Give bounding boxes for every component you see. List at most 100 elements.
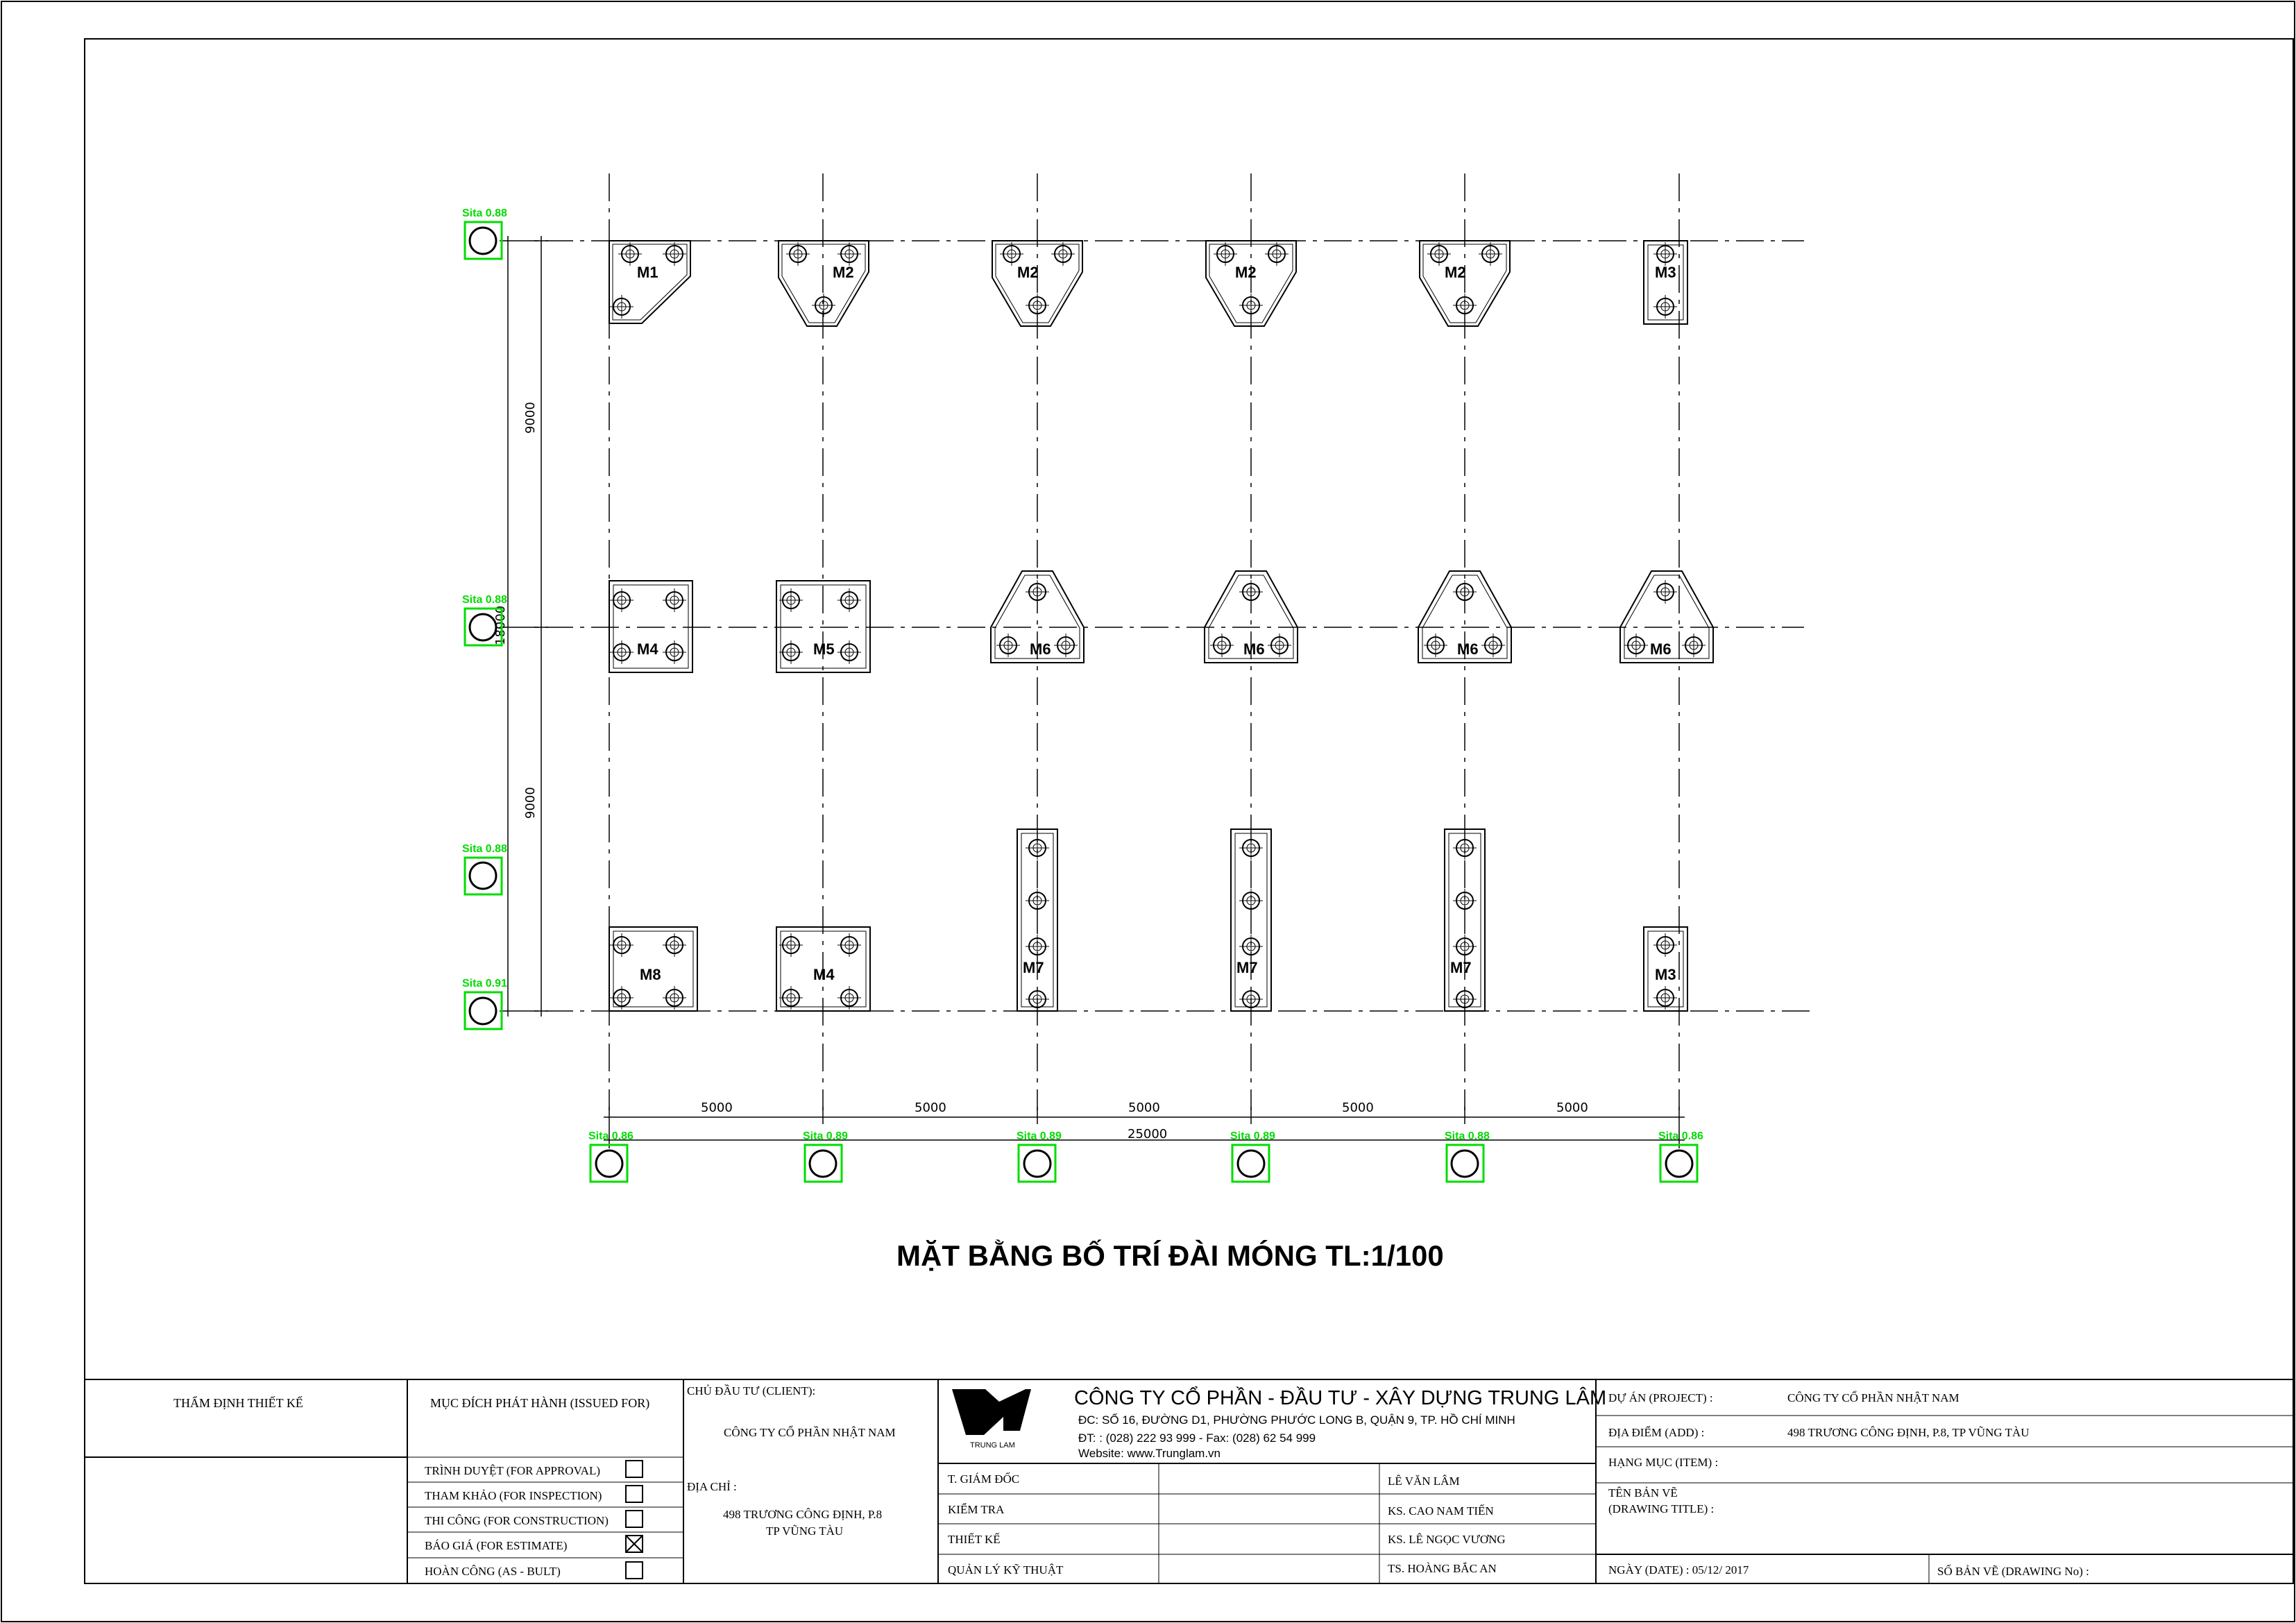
pile-markers — [464, 221, 1699, 1183]
pile-hole — [1000, 242, 1023, 266]
issued-option-approval: TRÌNH DUYỆT (FOR APPROVAL) — [425, 1464, 600, 1477]
dim-vertical-2: 9000 — [523, 787, 538, 819]
foundation-piles — [610, 242, 1706, 1011]
foundation-m8 — [609, 926, 698, 1012]
pile-hole — [812, 294, 835, 317]
label-m7-b: M7 — [1236, 959, 1258, 976]
pile-hole — [1051, 242, 1075, 266]
issued-option-construction: THI CÔNG (FOR CONSTRUCTION) — [425, 1514, 609, 1527]
pile-hole — [1453, 836, 1477, 860]
issued-checkboxes[interactable] — [625, 1460, 643, 1579]
project-value: CÔNG TY CỔ PHẦN NHẬT NAM — [1787, 1391, 1959, 1404]
label-m2-a: M2 — [833, 264, 854, 281]
pile-hole — [779, 588, 803, 612]
dim-horizontal-4: 5000 — [1342, 1101, 1374, 1115]
pile-marker-left-2 — [464, 607, 503, 647]
pile-hole — [1239, 935, 1263, 958]
pile-hole — [663, 986, 686, 1010]
foundation-m4-b — [776, 926, 871, 1012]
pile-label-bottom-1: Sita 0.86 — [588, 1130, 633, 1142]
checkbox-asbuilt[interactable] — [625, 1561, 643, 1579]
pile-label-left-1: Sita 0.88 — [462, 207, 507, 219]
pile-marker-bottom-1 — [589, 1144, 629, 1183]
pile-hole — [786, 242, 810, 266]
pile-hole — [1453, 935, 1477, 958]
pile-hole — [1239, 889, 1263, 912]
pile-hole — [837, 640, 861, 664]
location-value: 498 TRƯƠNG CÔNG ĐỊNH, P.8, TP VŨNG TÀU — [1787, 1426, 2030, 1439]
pile-hole — [1239, 987, 1263, 1011]
pile-marker-bottom-4 — [1231, 1144, 1270, 1183]
pile-hole — [610, 295, 633, 318]
dim-horizontal-5: 5000 — [1556, 1101, 1588, 1115]
staff-name-3: KS. LÊ NGỌC VƯƠNG — [1388, 1533, 1506, 1546]
staff-role-3: THIẾT KẾ — [948, 1533, 1001, 1546]
pile-hole — [1453, 580, 1477, 604]
client-address-2: TP VŨNG TÀU — [766, 1524, 843, 1538]
label-m4-a: M4 — [637, 640, 658, 658]
foundation-m2-d — [1419, 240, 1511, 327]
pile-hole — [1653, 242, 1677, 266]
foundation-m2-c — [1205, 240, 1297, 327]
staff-role-1: T. GIÁM ĐỐC — [948, 1472, 1019, 1486]
dim-horizontal-3: 5000 — [1128, 1101, 1160, 1115]
pile-hole — [663, 933, 686, 957]
pile-hole — [1624, 634, 1648, 657]
checkbox-construction[interactable] — [625, 1510, 643, 1528]
pile-label-left-4: Sita 0.91 — [462, 978, 507, 989]
label-m6-b: M6 — [1243, 640, 1265, 658]
pile-hole — [1481, 634, 1505, 657]
checkbox-inspection[interactable] — [625, 1485, 643, 1503]
issued-option-estimate: BÁO GIÁ (FOR ESTIMATE) — [425, 1539, 567, 1552]
pile-hole — [1265, 242, 1289, 266]
project-label: DỰ ÁN (PROJECT) : — [1608, 1391, 1713, 1404]
pile-hole — [779, 640, 803, 664]
pile-hole — [1479, 242, 1502, 266]
issued-option-asbuilt: HOÀN CÔNG (AS - BULT) — [425, 1565, 561, 1578]
label-m5: M5 — [813, 640, 835, 658]
checkbox-estimate[interactable] — [625, 1535, 643, 1553]
pile-hole — [1239, 836, 1263, 860]
pile-hole — [1026, 836, 1049, 860]
company-name: CÔNG TY CỔ PHẦN - ĐẦU TƯ - XÂY DỰNG TRUN… — [1074, 1386, 1606, 1409]
company-website: Website: www.Trunglam.vn — [1078, 1447, 1221, 1460]
title-block-lines — [85, 1379, 2293, 1583]
pile-hole — [1054, 634, 1078, 657]
foundation-m2-b — [992, 240, 1083, 327]
company-address: ĐC: SỐ 16, ĐƯỜNG D1, PHƯỜNG PHƯỚC LONG B… — [1078, 1413, 1515, 1427]
pile-label-bottom-5: Sita 0.88 — [1445, 1130, 1490, 1142]
pile-label-bottom-2: Sita 0.89 — [803, 1130, 848, 1142]
location-label: ĐỊA ĐIỂM (ADD) : — [1608, 1426, 1704, 1439]
dim-horizontal-total: 25000 — [1128, 1127, 1167, 1141]
client-name: CÔNG TY CỔ PHẦN NHẬT NAM — [724, 1425, 896, 1439]
pile-hole — [1427, 242, 1451, 266]
pile-hole — [837, 933, 861, 957]
drawing-frame — [84, 38, 2294, 1584]
item-label: HẠNG MỤC (ITEM) : — [1608, 1456, 1718, 1469]
label-m6-d: M6 — [1650, 640, 1672, 658]
pile-hole — [1210, 634, 1234, 657]
pile-marker-left-4 — [464, 991, 503, 1030]
label-m2-b: M2 — [1017, 264, 1039, 281]
pile-label-left-2: Sita 0.88 — [462, 594, 507, 606]
logo-text: TRUNG LAM — [970, 1441, 1015, 1450]
staff-name-2: KS. CAO NAM TIẾN — [1388, 1504, 1494, 1518]
pile-hole — [1026, 580, 1049, 604]
pile-hole — [1214, 242, 1237, 266]
checkbox-approval[interactable] — [625, 1460, 643, 1478]
pile-hole — [610, 986, 633, 1010]
label-m3-top: M3 — [1655, 264, 1676, 281]
staff-name-4: TS. HOÀNG BẮC AN — [1388, 1562, 1497, 1575]
pile-marker-bottom-6 — [1659, 1144, 1699, 1183]
dim-horizontal-2: 5000 — [915, 1101, 946, 1115]
pile-hole — [663, 588, 686, 612]
pile-hole — [1268, 634, 1291, 657]
foundation-m6-a — [990, 570, 1085, 663]
pile-hole — [1453, 294, 1477, 317]
pile-label-left-3: Sita 0.88 — [462, 843, 507, 855]
staff-role-4: QUẢN LÝ KỸ THUẬT — [948, 1563, 1064, 1577]
approval-header: THẨM ĐỊNH THIẾT KẾ — [173, 1395, 303, 1410]
pile-marker-bottom-5 — [1445, 1144, 1485, 1183]
pile-hole — [663, 242, 686, 266]
